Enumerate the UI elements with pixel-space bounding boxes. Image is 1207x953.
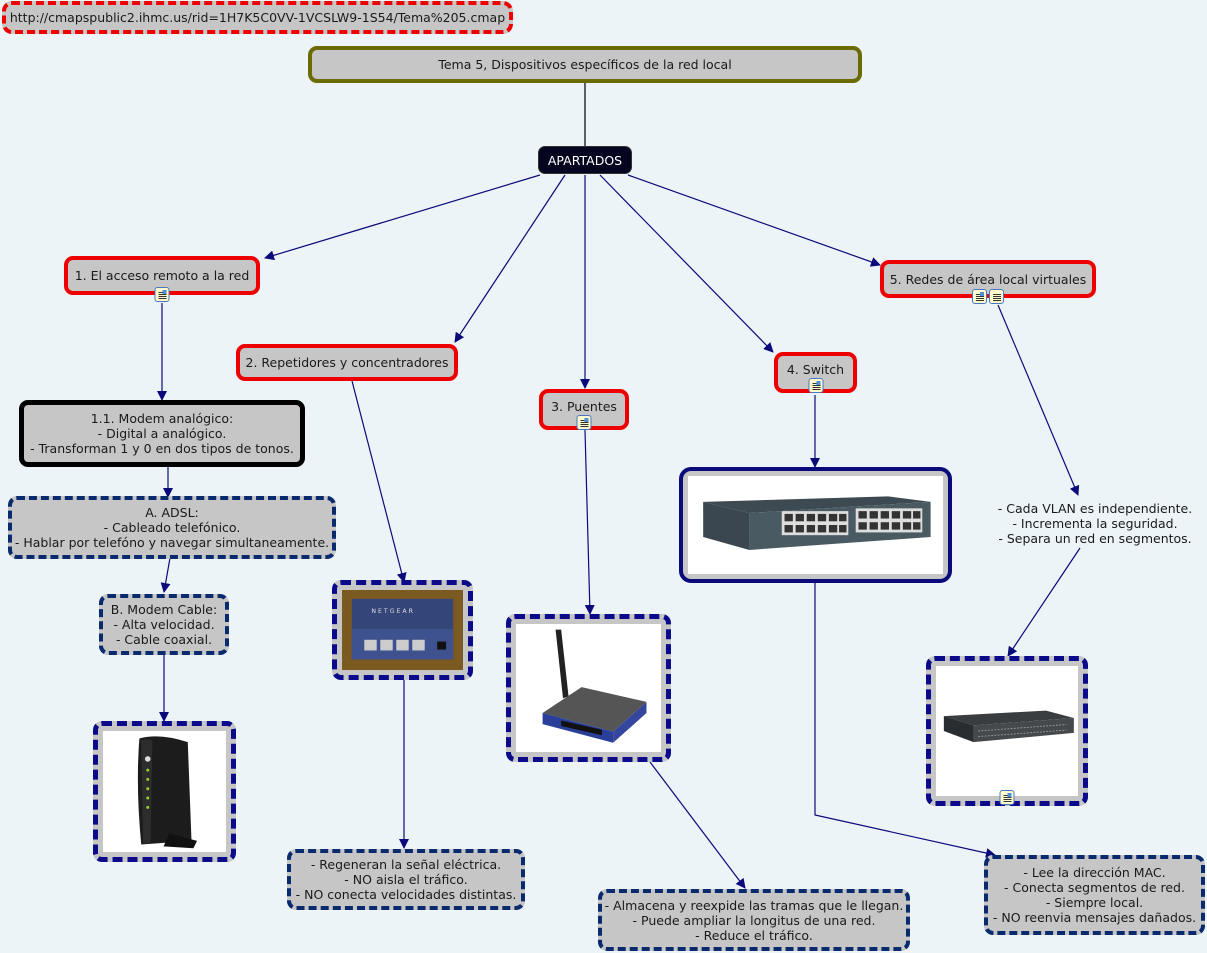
text-doc-icon[interactable]: [989, 289, 1004, 304]
apartados-label: APARTADOS: [547, 152, 623, 168]
section-repeaters[interactable]: 2. Repetidores y concentradores: [236, 344, 458, 381]
modem-cable-title: B. Modem Cable:: [110, 602, 218, 617]
section-remote-label: 1. El acceso remoto a la red: [74, 268, 250, 283]
edge-hub-switch: [599, 174, 774, 353]
repeater-note-line: - NO aisla el tráfico.: [344, 872, 468, 887]
switch24-image-node[interactable]: [679, 467, 952, 583]
adsl-line: - Hablar por telefóno y navegar simultan…: [14, 535, 330, 550]
edge-hub-remote: [264, 174, 541, 261]
image-doc-icon[interactable]: [972, 289, 987, 304]
48-port-switch-image: [936, 666, 1078, 796]
image-doc-icon[interactable]: [154, 287, 170, 302]
svg-text:N E T G E A R: N E T G E A R: [371, 608, 413, 615]
map-title-node[interactable]: Tema 5, Dispositivos específicos de la r…: [308, 46, 862, 83]
image-doc-icon[interactable]: [999, 790, 1015, 805]
24-port-switch-image: [688, 476, 943, 574]
edge-routerimg-notes: [649, 761, 746, 889]
modem-analog-title: 1.1. Modem analógico:: [90, 411, 234, 426]
edge-repeaters-image: [351, 380, 407, 583]
switch-note-line: - Conecta segmentos de red.: [1004, 880, 1185, 895]
edge-vlannotes-image: [1007, 547, 1081, 657]
adsl-node[interactable]: A. ADSL: - Cableado telefónico. - Hablar…: [8, 496, 336, 559]
netgear-hub-image: N E T G E A R: [342, 590, 463, 670]
switch-note-line: - Siempre local.: [1045, 895, 1144, 910]
vlan-note-line: - Separa un red en segmentos.: [998, 530, 1192, 546]
router-image-node[interactable]: [506, 614, 671, 762]
modem-analog-line: - Digital a analógico.: [97, 426, 227, 441]
modem-analog-line: - Transforman 1 y 0 en dos tipos de tono…: [30, 441, 294, 456]
url-node[interactable]: http://cmapspublic2.ihmc.us/rid=1H7K5C0V…: [2, 1, 513, 34]
section-bridges[interactable]: 3. Puentes: [539, 389, 629, 430]
section-vlan-label: 5. Redes de área local virtuales: [889, 271, 1087, 287]
section-bridges-label: 3. Puentes: [551, 399, 617, 414]
repeater-note-line: - NO conecta velocidades distintas.: [295, 887, 517, 902]
vlan-note-line: - Incrementa la seguridad.: [1012, 515, 1178, 531]
modem-cable-line: - Cable coaxial.: [115, 632, 213, 647]
modem-cable-line: - Alta velocidad.: [113, 617, 215, 632]
modem-cable-node[interactable]: B. Modem Cable: - Alta velocidad. - Cabl…: [99, 594, 229, 655]
wireless-router-image: [516, 624, 661, 752]
image-doc-icon[interactable]: [808, 378, 823, 393]
cable-modem-image: [103, 731, 226, 852]
cable-modem-image-node[interactable]: [93, 721, 236, 862]
adsl-title: A. ADSL:: [145, 505, 199, 520]
bridge-note-line: - Puede ampliar la longitus de una red.: [632, 912, 876, 928]
edge-vlan-notes: [997, 304, 1080, 496]
section-repeaters-label: 2. Repetidores y concentradores: [245, 355, 449, 370]
adsl-line: - Cableado telefónico.: [103, 520, 241, 535]
edge-bridges-image: [584, 429, 595, 615]
vlan-note-line: - Cada VLAN es independiente.: [997, 500, 1193, 516]
edge-hub-repeaters: [454, 174, 566, 343]
section-vlan[interactable]: 5. Redes de área local virtuales: [880, 260, 1096, 304]
modem-analog-node[interactable]: 1.1. Modem analógico: - Digital a analóg…: [19, 400, 305, 467]
bridge-note-line: - Almacena y reexpide las tramas que le …: [604, 897, 904, 913]
switch-notes-node[interactable]: - Lee la dirección MAC. - Conecta segmen…: [984, 855, 1205, 935]
bridge-note-line: - Reduce el tráfico.: [695, 927, 813, 943]
switch48-image-node[interactable]: [926, 656, 1088, 806]
section-switch-label: 4. Switch: [786, 362, 845, 377]
repeater-note-line: - Regeneran la señal eléctrica.: [310, 857, 502, 872]
url-text: http://cmapspublic2.ihmc.us/rid=1H7K5C0V…: [9, 10, 506, 25]
edge-hub-vlan: [627, 174, 881, 267]
section-switch[interactable]: 4. Switch: [774, 352, 857, 393]
switch-note-line: - Lee la dirección MAC.: [1023, 865, 1166, 880]
vlan-notes-node[interactable]: - Cada VLAN es independiente. - Incremen…: [995, 498, 1195, 548]
repeater-notes-node[interactable]: - Regeneran la señal eléctrica. - NO ais…: [287, 849, 525, 910]
map-title: Tema 5, Dispositivos específicos de la r…: [438, 57, 732, 72]
apartados-node[interactable]: APARTADOS: [538, 146, 632, 174]
switch-note-line: - NO reenvia mensajes dañados.: [992, 910, 1197, 925]
bridge-notes-node[interactable]: - Almacena y reexpide las tramas que le …: [598, 889, 910, 951]
image-doc-icon[interactable]: [576, 415, 592, 430]
hub-image-node[interactable]: N E T G E A R: [332, 580, 473, 680]
section-remote-access[interactable]: 1. El acceso remoto a la red: [64, 256, 260, 302]
edge-adsl-cable: [160, 557, 171, 593]
